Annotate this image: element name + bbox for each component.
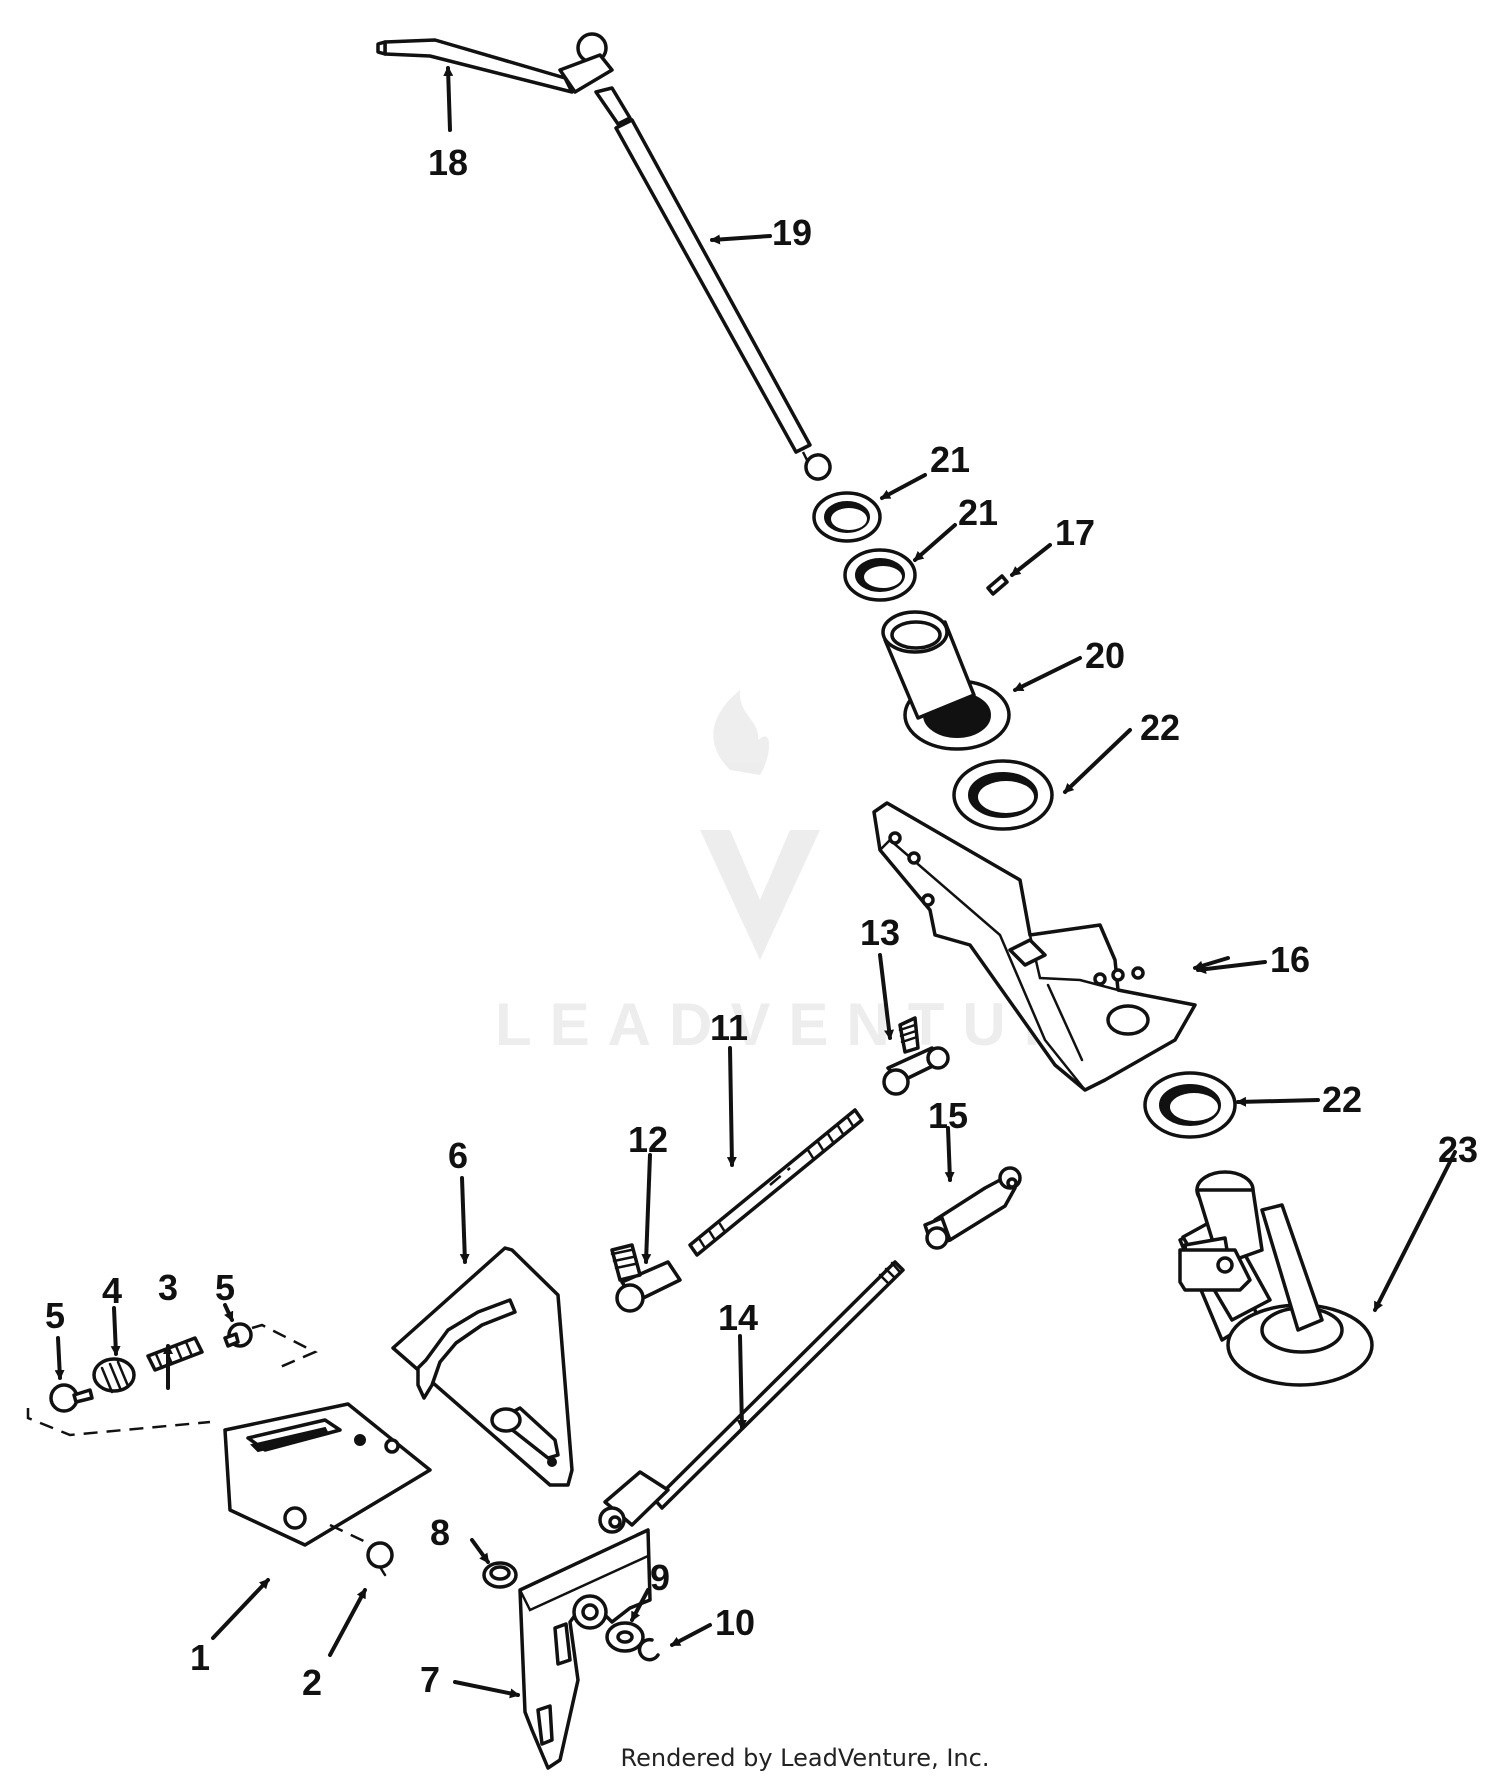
callout-12: 12 [628, 1119, 668, 1160]
part-17-pin [986, 574, 1009, 596]
part-15-clevis [923, 1166, 1022, 1250]
callout-1: 1 [190, 1637, 210, 1678]
part-6-slotted-plate [391, 1246, 574, 1487]
part-7-bracket [518, 1528, 652, 1770]
callout-19: 19 [772, 212, 812, 253]
callout-21-upper: 21 [930, 439, 970, 480]
callout-22-upper: 22 [1140, 707, 1180, 748]
callout-10: 10 [715, 1602, 755, 1643]
callout-13: 13 [860, 912, 900, 953]
leader-arrows [54, 66, 1457, 1699]
part-9-washer [605, 1621, 645, 1653]
callout-14: 14 [718, 1297, 758, 1338]
callout-15: 15 [928, 1095, 968, 1136]
part-16-bracket [872, 801, 1197, 1092]
callout-9: 9 [650, 1557, 670, 1598]
callout-20: 20 [1085, 635, 1125, 676]
callout-11: 11 [710, 1007, 748, 1048]
callout-2: 2 [302, 1662, 322, 1703]
callout-labels: 18 19 21 21 17 20 22 16 22 23 13 11 12 1… [45, 142, 1478, 1703]
callout-6: 6 [448, 1135, 468, 1176]
callout-21-lower: 21 [958, 492, 998, 533]
part-14-rod [598, 1260, 905, 1534]
callout-3: 3 [158, 1267, 178, 1308]
part-21-washer-lower [843, 548, 917, 602]
part-23-spindle [1178, 1170, 1374, 1387]
part-2-clip [366, 1541, 394, 1577]
callout-7: 7 [420, 1659, 440, 1700]
part-18-lever [376, 32, 632, 126]
part-8-nut [482, 1561, 518, 1589]
part-13-block [882, 1016, 950, 1096]
assembly-dashed-outline [26, 1323, 373, 1547]
callout-5-right: 5 [215, 1267, 235, 1308]
part-10-clip [637, 1637, 660, 1662]
part-12-swivel [610, 1243, 682, 1313]
callout-8: 8 [430, 1512, 450, 1553]
part-21-washer-upper [812, 491, 882, 543]
callout-4: 4 [102, 1270, 122, 1311]
footer-credit: Rendered by LeadVenture, Inc. [620, 1744, 990, 1772]
callout-22-lower: 22 [1322, 1079, 1362, 1120]
callout-16: 16 [1270, 939, 1310, 980]
part-1-plate [223, 1402, 432, 1547]
callout-5-left: 5 [45, 1295, 65, 1336]
part-5-knob-left [49, 1383, 94, 1413]
part-22-washer-upper [952, 759, 1054, 831]
part-5-knob-right [223, 1322, 253, 1348]
part-4-spring-large [92, 1357, 136, 1394]
callout-17: 17 [1055, 512, 1095, 553]
part-20-sleeve [881, 610, 1011, 751]
part-22-washer-lower [1143, 1071, 1237, 1139]
callout-18: 18 [428, 142, 468, 183]
callout-23: 23 [1438, 1129, 1478, 1170]
part-11-threaded-rod [688, 1108, 864, 1257]
part-19-rod [614, 118, 832, 481]
part-3-spring-small [146, 1336, 204, 1372]
